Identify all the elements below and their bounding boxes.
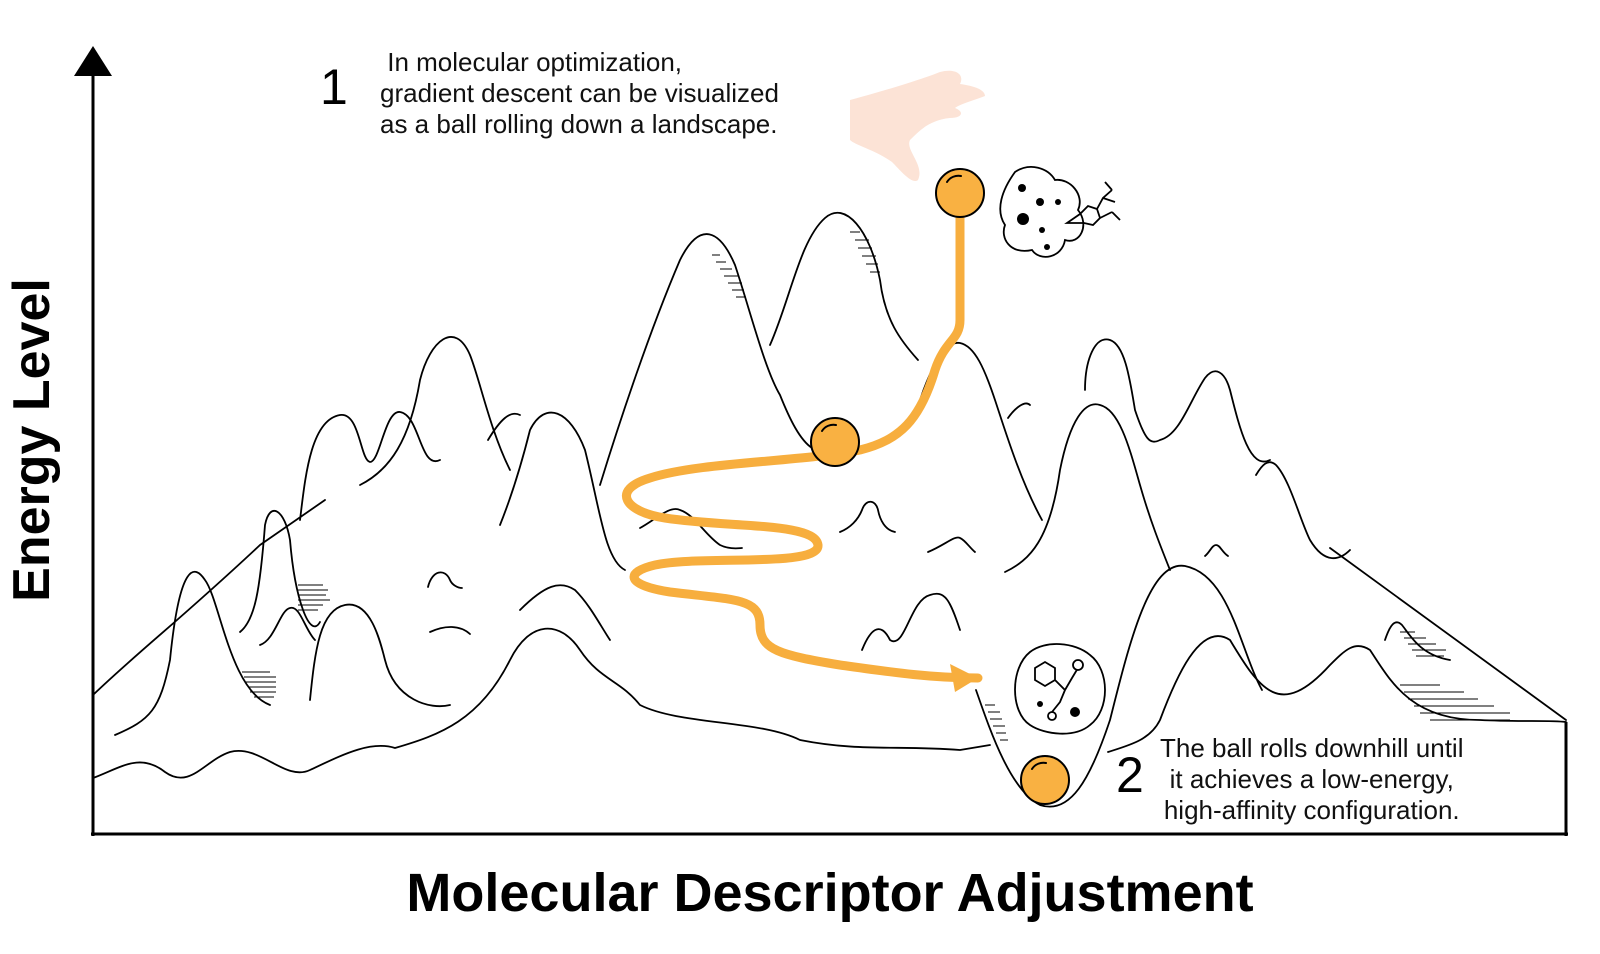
- descent-path: [622, 210, 983, 683]
- descent-path-arrowhead: [950, 664, 978, 692]
- ball-end: [1020, 755, 1070, 805]
- step-1-number: 1: [320, 59, 348, 115]
- step-1-text: In molecular optimization, gradient desc…: [380, 47, 779, 139]
- axes: [91, 72, 1568, 836]
- hatch-shading: [242, 231, 1510, 741]
- step-2-number: 2: [1116, 747, 1144, 803]
- ball-start: [935, 168, 985, 218]
- y-axis-label: Energy Level: [3, 278, 61, 602]
- step-2-text: The ball rolls downhill until it achieve…: [1160, 733, 1464, 825]
- hand-icon: [850, 70, 985, 181]
- molecule-cloud-icon: [1014, 643, 1106, 735]
- molecule-cloud-icon: [999, 166, 1121, 258]
- landscape: [92, 211, 1567, 808]
- ball-middle: [810, 417, 860, 467]
- x-axis-label: Molecular Descriptor Adjustment: [406, 863, 1254, 923]
- y-axis-arrowhead: [74, 46, 112, 76]
